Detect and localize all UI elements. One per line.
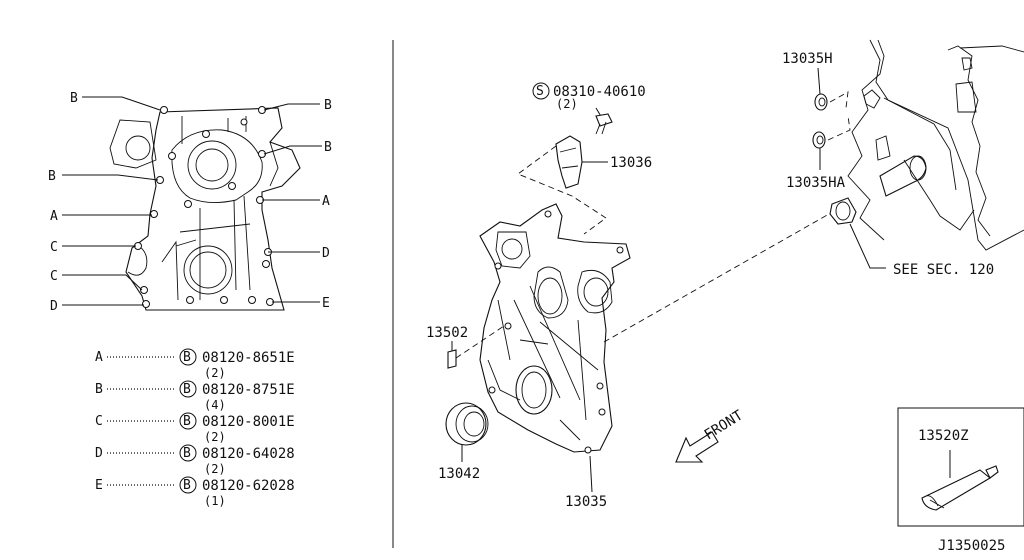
- label-screw-code: 08310-40610: [553, 84, 646, 100]
- bolt-symbol-letter: B: [183, 414, 191, 429]
- legend-code-b: 08120-8751E: [202, 382, 295, 398]
- legend-qty-c: (2): [204, 430, 226, 444]
- bolt-symbol-icon: [179, 476, 197, 494]
- diagram-id: J1350025: [938, 538, 1005, 554]
- engine-block-detail: SEE SEC. 120 13035H 13035HA: [782, 39, 1024, 278]
- front-arrow-icon: [675, 431, 719, 463]
- callout-left-c2: C: [50, 269, 58, 284]
- legend-letter-e: E: [95, 478, 103, 493]
- callout-right-a: A: [322, 194, 330, 209]
- front-cover-assembly: S 08310-40610 (2) 13036: [426, 82, 837, 510]
- label-screw-qty: (2): [556, 97, 578, 111]
- label-13035H: 13035H: [782, 51, 833, 67]
- legend-code-e: 08120-62028: [202, 478, 295, 494]
- bolt-legend: A B 08120-8651E (2) B B 08120-8751E (4) …: [95, 348, 295, 508]
- callout-right-d: D: [322, 246, 330, 261]
- label-13036: 13036: [610, 155, 652, 171]
- bolt-symbol-icon: [179, 412, 197, 430]
- bolt-symbol-icon: [179, 380, 197, 398]
- legend-code-a: 08120-8651E: [202, 350, 295, 366]
- legend-qty-a: (2): [204, 366, 226, 380]
- callout-right-e: E: [322, 296, 330, 311]
- callout-left-c1: C: [50, 240, 58, 255]
- bolt-symbol-letter: B: [183, 478, 191, 493]
- callout-left-b2: B: [48, 169, 56, 184]
- legend-qty-b: (4): [204, 398, 226, 412]
- legend-letter-c: C: [95, 414, 103, 429]
- right-callout-lines: [262, 103, 322, 303]
- label-13035: 13035: [565, 494, 607, 510]
- bolt-symbol-letter: B: [183, 446, 191, 461]
- cover-bolt-layout: B B A C C D B B A D E: [48, 91, 332, 314]
- screw-symbol-icon: [532, 82, 550, 100]
- legend-letter-b: B: [95, 382, 103, 397]
- legend-qty-e: (1): [204, 494, 226, 508]
- label-13035HA: 13035HA: [786, 175, 846, 191]
- legend-qty-d: (2): [204, 462, 226, 476]
- label-13520Z: 13520Z: [918, 428, 969, 444]
- callout-right-b2: B: [324, 140, 332, 155]
- callout-left-b1: B: [70, 91, 78, 106]
- legend-letter-d: D: [95, 446, 103, 461]
- left-callout-lines: [62, 96, 161, 306]
- callout-left-d: D: [50, 299, 58, 314]
- label-13502: 13502: [426, 325, 468, 341]
- bolt-holes: [134, 106, 274, 308]
- label-see-sec: SEE SEC. 120: [893, 262, 994, 278]
- bolt-symbol-icon: [179, 348, 197, 366]
- bolt-symbol-letter: B: [183, 350, 191, 365]
- legend-code-c: 08120-8001E: [202, 414, 295, 430]
- label-front: FRONT: [702, 407, 747, 443]
- sealant-inset: 13520Z: [897, 407, 1024, 527]
- legend-code-d: 08120-64028: [202, 446, 295, 462]
- bolt-symbol-icon: [179, 444, 197, 462]
- callout-left-a: A: [50, 209, 58, 224]
- legend-letter-a: A: [95, 350, 103, 365]
- callout-right-b1: B: [324, 98, 332, 113]
- bolt-symbol-letter: B: [183, 382, 191, 397]
- label-13042: 13042: [438, 466, 480, 482]
- sealant-tube-icon: [921, 469, 991, 511]
- screw-symbol-letter: S: [536, 84, 544, 99]
